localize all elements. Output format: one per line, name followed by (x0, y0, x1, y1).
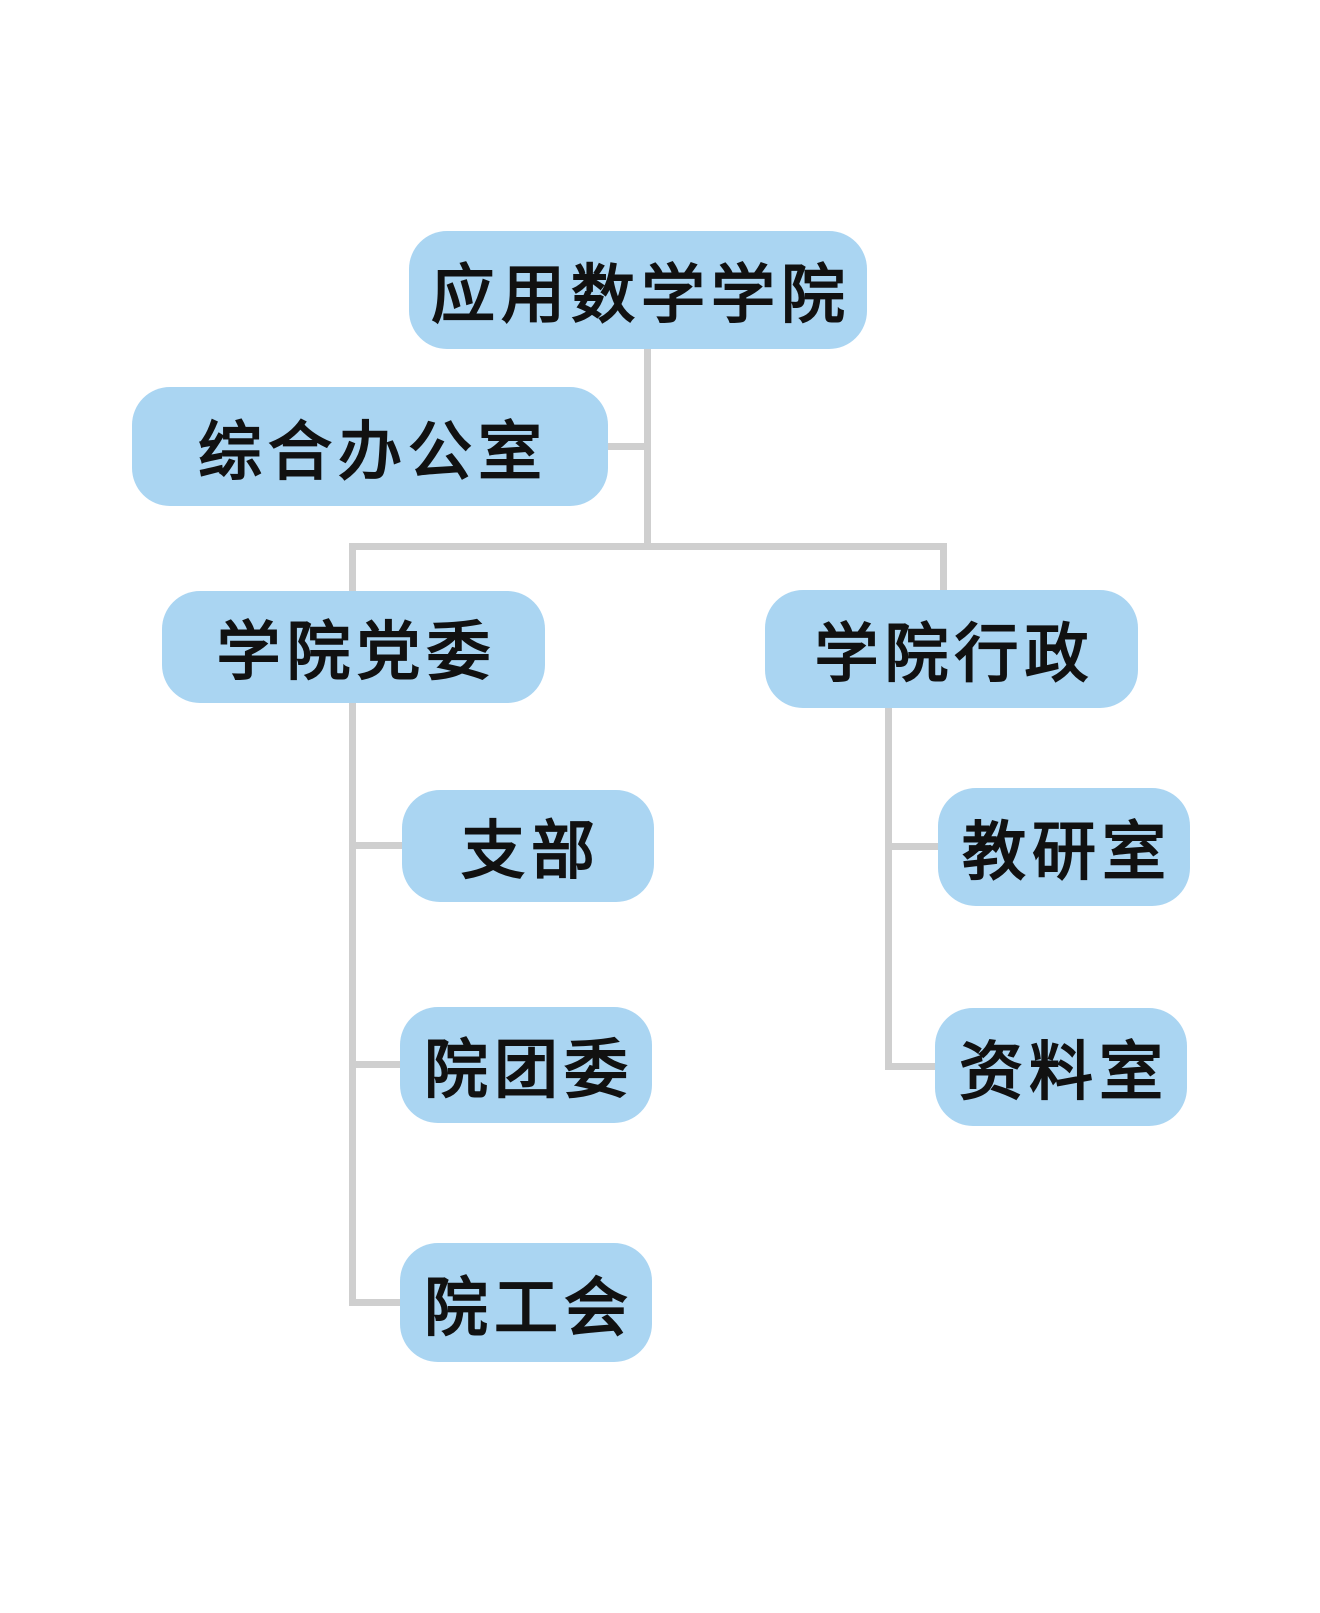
connector-drop-to-party (349, 543, 356, 591)
node-school-of-applied-mathematics: 应用数学学院 (409, 231, 867, 349)
connector-drop-to-admin (940, 543, 947, 590)
connector-branch-rail (349, 543, 947, 550)
node-teaching-research-office: 教研室 (938, 788, 1190, 906)
node-party-branch: 支部 (402, 790, 654, 902)
connector-office-stub (608, 443, 648, 450)
connector-party-subtree-rail (349, 703, 356, 1306)
node-general-office: 综合办公室 (132, 387, 608, 506)
node-reference-room: 资料室 (935, 1008, 1187, 1126)
connector-stub-to-branch (352, 842, 404, 849)
connector-stub-to-teaching-office (888, 843, 940, 850)
connector-stub-to-reference-room (888, 1063, 937, 1070)
node-college-administration: 学院行政 (765, 590, 1138, 708)
connector-stub-to-youth-league (352, 1061, 402, 1068)
connector-admin-subtree-rail (885, 708, 892, 1070)
node-youth-league-committee: 院团委 (400, 1007, 652, 1123)
connector-stub-to-labor-union (352, 1299, 402, 1306)
node-college-party-committee: 学院党委 (162, 591, 545, 703)
node-labor-union: 院工会 (400, 1243, 652, 1362)
